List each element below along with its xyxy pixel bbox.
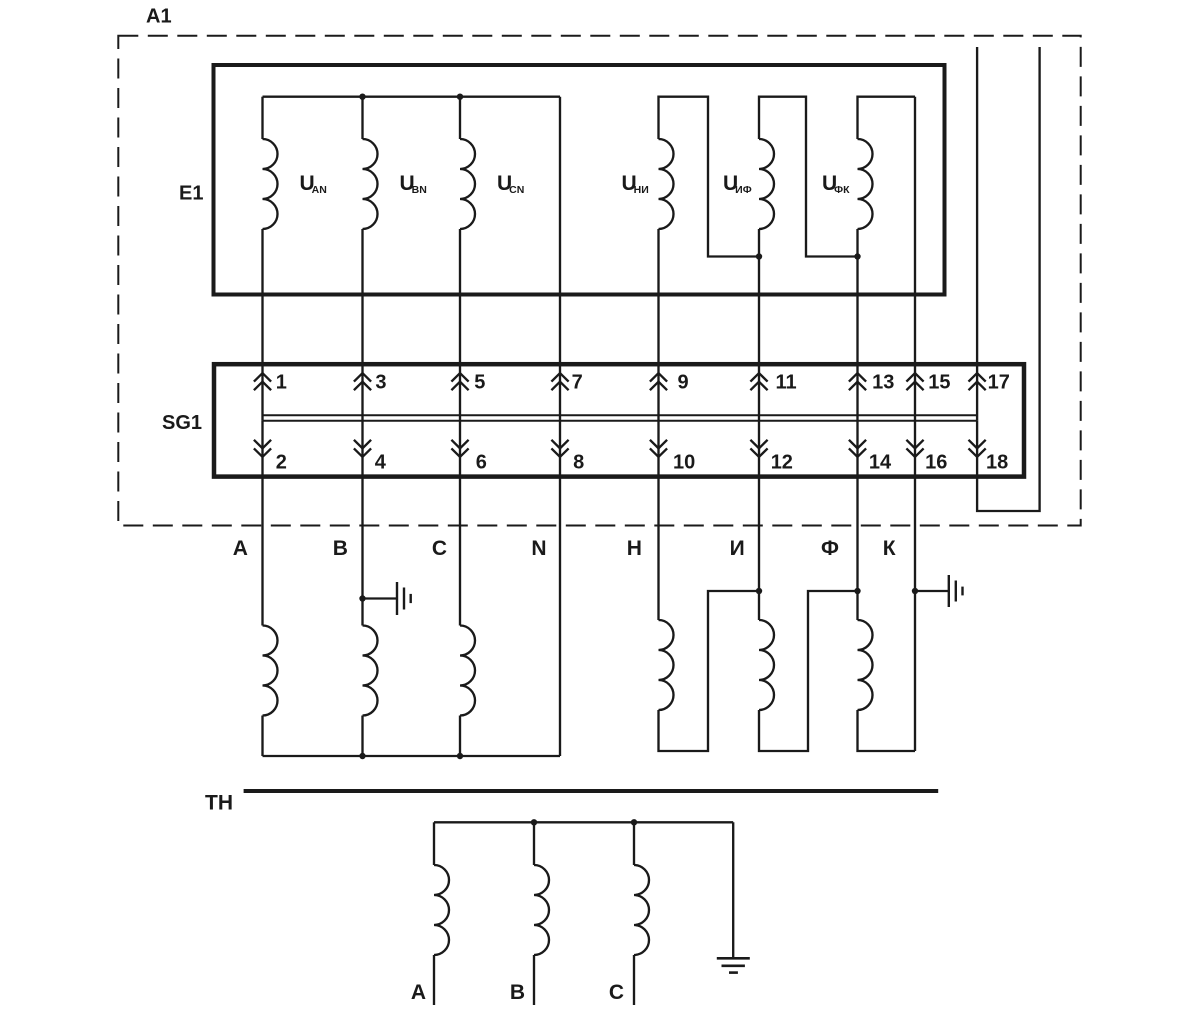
svg-text:Ф: Ф	[821, 537, 839, 560]
svg-text:14: 14	[869, 452, 892, 474]
svg-text:К: К	[883, 537, 896, 560]
svg-text:4: 4	[375, 452, 387, 474]
svg-text:Н: Н	[627, 537, 642, 560]
svg-text:7: 7	[572, 371, 583, 393]
svg-text:UНИ: UНИ	[622, 172, 649, 196]
svg-text:UИФ: UИФ	[723, 172, 752, 196]
svg-text:18: 18	[986, 452, 1008, 474]
svg-text:16: 16	[925, 452, 947, 474]
svg-text:UBN: UBN	[400, 172, 427, 196]
svg-text:N: N	[531, 537, 546, 560]
svg-text:1: 1	[276, 371, 287, 393]
svg-text:ТН: ТН	[205, 792, 233, 815]
svg-text:UAN: UAN	[300, 172, 327, 196]
svg-text:2: 2	[276, 452, 287, 474]
svg-text:5: 5	[474, 371, 485, 393]
svg-text:И: И	[730, 537, 745, 560]
svg-text:В: В	[510, 981, 525, 1004]
svg-text:A1: A1	[146, 5, 172, 27]
svg-text:15: 15	[928, 371, 950, 393]
svg-text:9: 9	[678, 371, 689, 393]
svg-text:11: 11	[776, 371, 797, 393]
svg-text:12: 12	[771, 452, 793, 474]
svg-text:С: С	[609, 981, 624, 1004]
svg-text:8: 8	[573, 452, 584, 474]
svg-text:В: В	[333, 537, 348, 560]
svg-text:А: А	[411, 981, 426, 1004]
svg-text:E1: E1	[179, 183, 203, 205]
svg-text:С: С	[432, 537, 447, 560]
svg-text:13: 13	[872, 371, 894, 393]
svg-text:3: 3	[375, 371, 386, 393]
svg-text:SG1: SG1	[162, 412, 202, 434]
svg-text:10: 10	[673, 452, 695, 474]
svg-text:UФК: UФК	[822, 172, 850, 196]
svg-text:А: А	[233, 537, 248, 560]
svg-text:UCN: UCN	[497, 172, 524, 196]
svg-text:17: 17	[988, 371, 1010, 393]
svg-text:6: 6	[476, 452, 487, 474]
